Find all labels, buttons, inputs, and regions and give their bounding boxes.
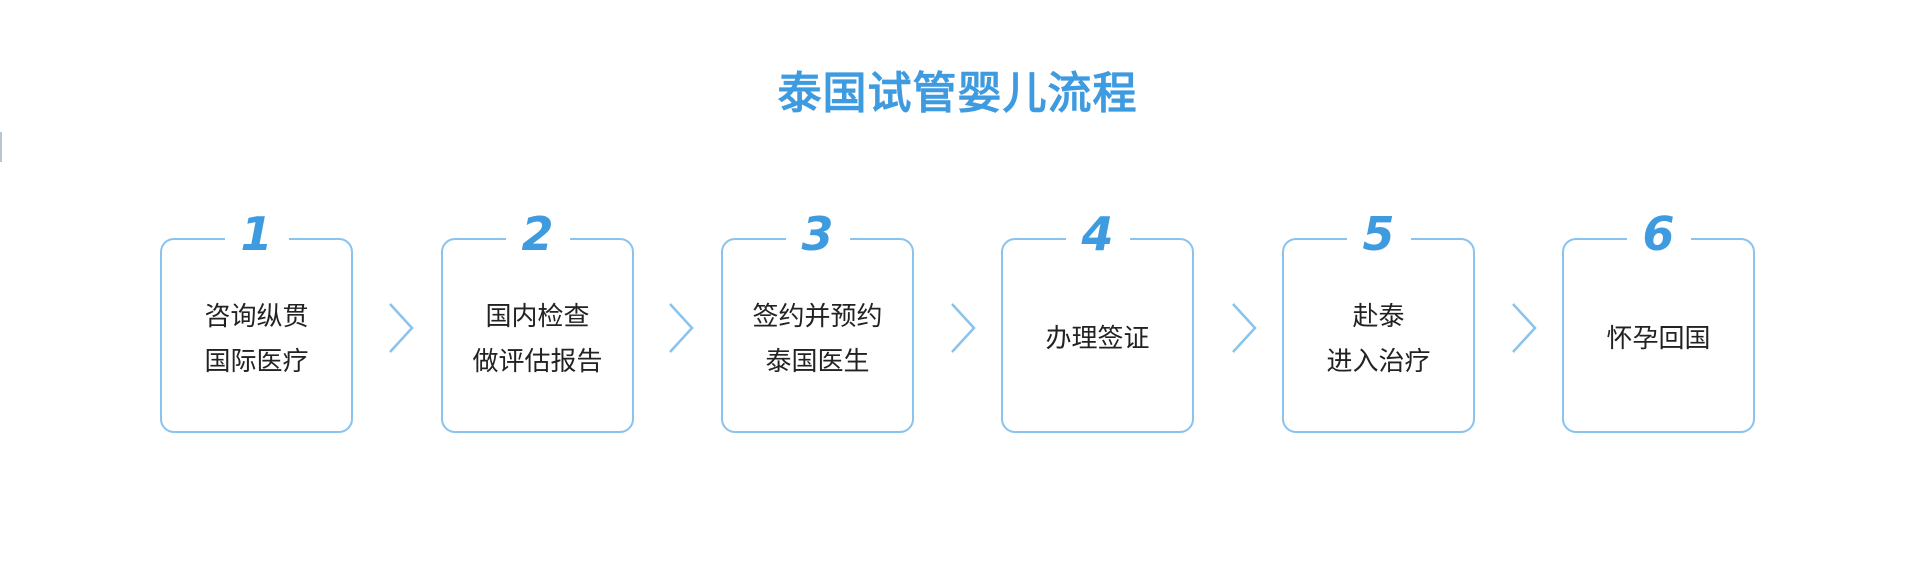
step-6-box: 6 怀孕回国 [1562, 206, 1755, 433]
step-1-line-2: 国际医疗 [204, 346, 309, 377]
step-1-box: 1 咨询纵贯 国际医疗 [160, 206, 353, 433]
step-5-number: 5 [1346, 206, 1411, 262]
step-5-line-2: 进入治疗 [1326, 346, 1431, 377]
step-2-line-2: 做评估报告 [472, 346, 603, 377]
step-2-box: 2 国内检查 做评估报告 [441, 206, 634, 433]
chevron-right-icon [951, 303, 976, 353]
step-5-box: 5 赴泰 进入治疗 [1282, 206, 1475, 433]
step-2-number: 2 [505, 206, 570, 262]
step-3-line-1: 签约并预约 [752, 301, 883, 332]
step-5-line-1: 赴泰 [1352, 301, 1405, 332]
step-3-text: 签约并预约 泰国医生 [723, 240, 912, 431]
step-4-text: 办理签证 [1003, 240, 1192, 431]
step-3-number: 3 [785, 206, 850, 262]
step-4-box: 4 办理签证 [1001, 206, 1194, 433]
chevron-right-icon [1232, 303, 1257, 353]
step-2-text: 国内检查 做评估报告 [443, 240, 632, 431]
chevron-right-icon [1512, 303, 1537, 353]
step-1-text: 咨询纵贯 国际医疗 [162, 240, 351, 431]
chevron-right-icon [389, 303, 414, 353]
step-4-number: 4 [1065, 206, 1130, 262]
step-5-text: 赴泰 进入治疗 [1284, 240, 1473, 431]
step-4-line-1: 办理签证 [1045, 324, 1150, 354]
step-1-number: 1 [224, 206, 289, 262]
chevron-right-icon [669, 303, 694, 353]
step-6-text: 怀孕回国 [1564, 240, 1753, 431]
step-3-box: 3 签约并预约 泰国医生 [721, 206, 914, 433]
step-2-line-1: 国内检查 [485, 301, 590, 332]
page-title: 泰国试管婴儿流程 [777, 68, 1138, 119]
edge-marker [0, 132, 2, 162]
step-6-line-1: 怀孕回国 [1606, 324, 1711, 354]
step-6-number: 6 [1626, 206, 1691, 262]
step-1-line-1: 咨询纵贯 [204, 301, 309, 332]
step-3-line-2: 泰国医生 [765, 346, 870, 377]
